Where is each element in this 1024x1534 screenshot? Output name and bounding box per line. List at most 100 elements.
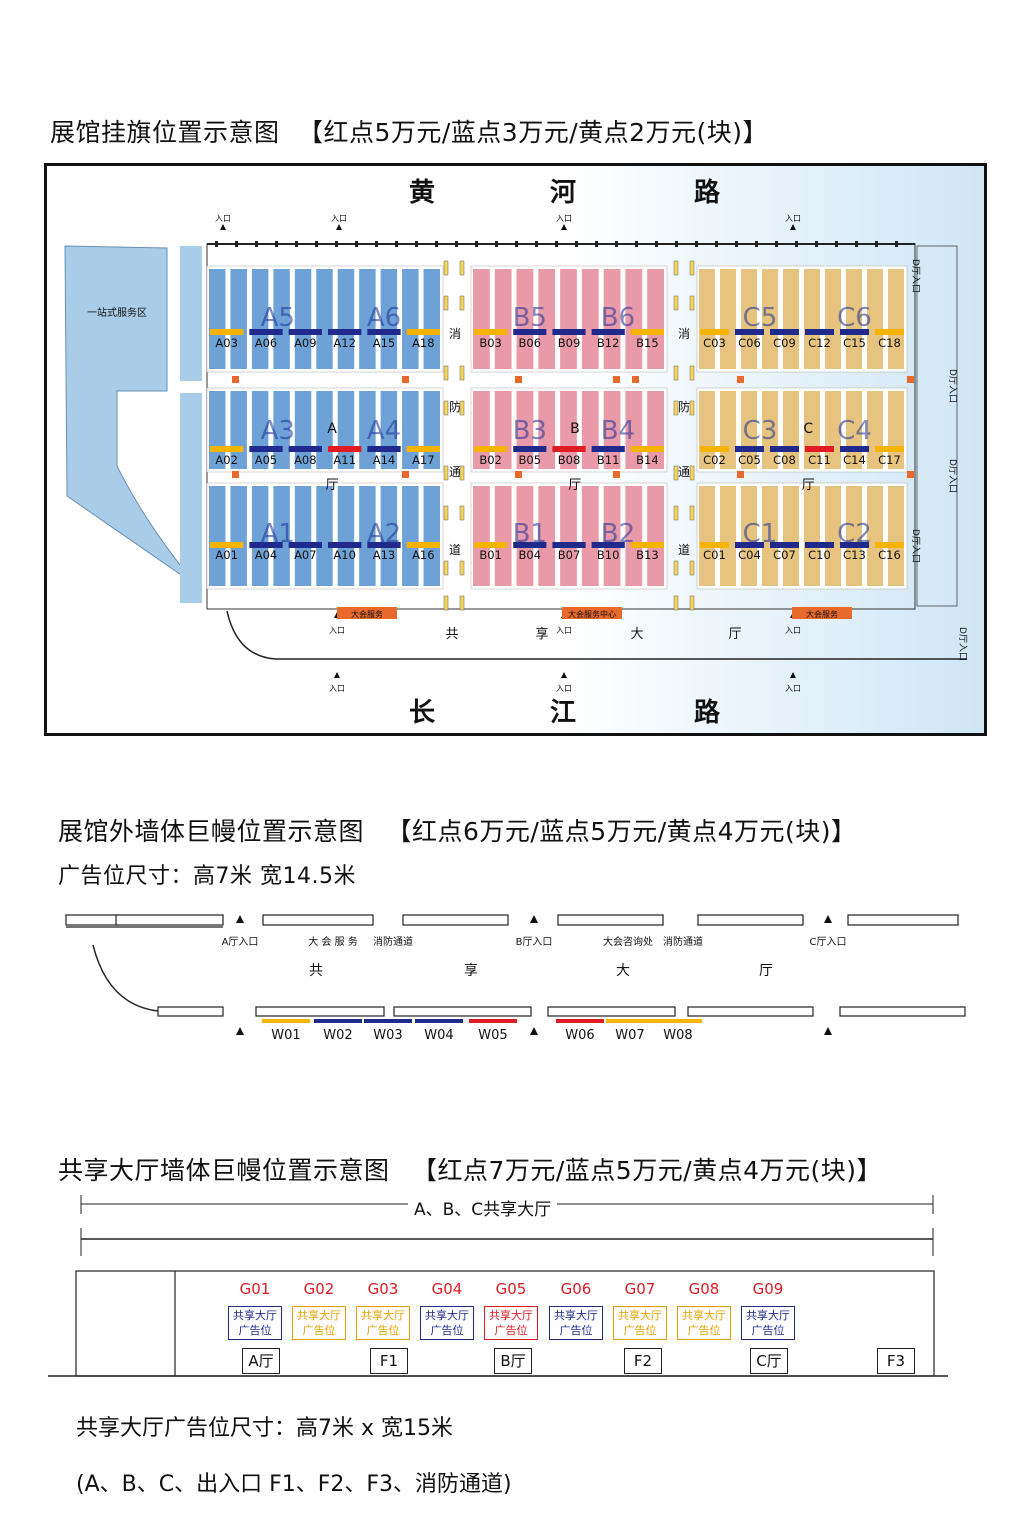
g-spot-code: G09 [752,1280,784,1298]
section2-title: 展馆外墙体巨幔位置示意图 [58,817,365,846]
hall-door: F2 [624,1348,662,1374]
g-spot-box-line: 共享大厅 [618,1309,662,1322]
upper-wall-segment [65,914,119,926]
road-bottom-char: 长 [409,698,436,728]
booth-stripe [516,269,534,369]
lane-box [459,260,465,276]
flag-strip [367,446,401,452]
g-spot-box-line: 共享大厅 [361,1309,405,1322]
wall-tick [335,241,338,247]
booth-stripe [825,486,841,586]
outer-wall-label: 大 会 服 务 [308,935,358,948]
wall-tick [235,241,238,247]
wall-spot-code: W04 [424,1028,453,1043]
flag-strip [735,542,764,548]
marker-square [402,376,409,383]
shared-hall-char: 享 [535,626,548,642]
flag-code: A17 [412,453,435,467]
entrance-arrow [790,672,796,678]
entrance-label-top: 入口 [331,214,347,223]
g-spot-box-line: 广告位 [623,1324,657,1337]
flag-code: A18 [412,336,435,350]
wall-tick [515,241,518,247]
section3-title-row: 共享大厅墙体巨幔位置示意图 【红点7万元/蓝点5万元/黄点4万元(块)】 [58,1151,882,1187]
lane-box [673,595,679,611]
shared-hall-char: 共 [445,627,458,642]
block-label: A5 [261,303,295,333]
section2-title-row: 展馆外墙体巨幔位置示意图 【红点6万元/蓝点5万元/黄点4万元(块)】 [58,812,857,848]
flag-strip [328,329,362,335]
flag-code: C10 [808,548,831,562]
booth-stripe [294,486,312,586]
g-spot-box: 共享大厅广告位 [356,1306,410,1340]
block-label: B3 [513,416,547,446]
wall-tick [695,241,698,247]
marker-square [632,376,639,383]
lane-box [443,260,449,276]
booth-stripe [251,486,269,586]
flag-code: C02 [703,453,726,467]
block-label: A3 [261,416,295,446]
service-desk-label: 大会服务中心 [568,609,616,619]
g-spot-box-line: 广告位 [430,1324,464,1337]
g-spot-code: G05 [495,1280,527,1298]
booth-stripe [699,486,715,586]
flag-strip [875,542,904,548]
booth-stripe [473,269,490,369]
flag-strip [328,542,362,548]
wall-tick [535,241,538,247]
g-spot-box-line: 共享大厅 [425,1309,469,1322]
lane-box [673,505,679,521]
g-spot-box: 共享大厅广告位 [677,1306,731,1340]
g-spot-code: G08 [688,1280,720,1298]
booth-stripe [825,269,841,369]
entrance-label-top: 入口 [556,214,572,223]
wall-tick [815,241,818,247]
hall-door: B厅 [494,1348,532,1374]
entrance-label-bottom2: 入口 [329,684,345,693]
booth-stripe [230,486,247,586]
flag-strip [288,446,322,452]
booth-stripe [846,269,862,369]
flag-code: C18 [878,336,901,350]
flag-strip [367,329,401,335]
block-label: C3 [743,416,778,446]
booth-stripe [867,269,883,369]
flag-code: C05 [738,453,761,467]
flag-code: B14 [636,453,659,467]
lane-box [673,295,679,311]
section1-title-row: 展馆挂旗位置示意图 【红点5万元/蓝点3万元/黄点2万元(块)】 [50,113,768,149]
hall-door: F1 [370,1348,408,1374]
entrance-label-top: 入口 [215,214,231,223]
wall-spot-code: W01 [271,1028,300,1043]
wall-tick [855,241,858,247]
entrance-label-top: 入口 [785,214,801,223]
g-spot-box-line: 广告位 [687,1324,721,1337]
g-spot-box: 共享大厅广告位 [292,1306,346,1340]
lane-box [689,295,695,311]
booth-stripe [538,269,556,369]
flag-code: C04 [738,548,761,562]
hall-char: 厅 [326,478,339,493]
section3-title: 共享大厅墙体巨幔位置示意图 [58,1156,390,1185]
booth-stripe [625,486,643,586]
g-spot-box-line: 广告位 [302,1324,336,1337]
wall-spot-code: W05 [478,1028,507,1043]
entrance-arrow-lower [236,1027,244,1035]
d-hall-corridor [916,245,958,607]
lane-box [689,595,695,611]
lower-wall-segment [255,1006,385,1017]
booth-stripe [337,486,355,586]
booth-stripe [783,269,799,369]
booth-stripe [294,269,312,369]
booth-stripe [804,486,820,586]
section1-title: 展馆挂旗位置示意图 [50,118,280,147]
flag-strip [210,329,244,335]
flag-code: B09 [558,336,581,350]
booth-stripe [581,269,599,369]
lane-box [443,365,449,381]
flag-strip [630,329,664,335]
block-label: B6 [601,303,635,333]
lane-box [689,560,695,576]
d-hall-entrance-label: D厅入口 [910,529,921,563]
